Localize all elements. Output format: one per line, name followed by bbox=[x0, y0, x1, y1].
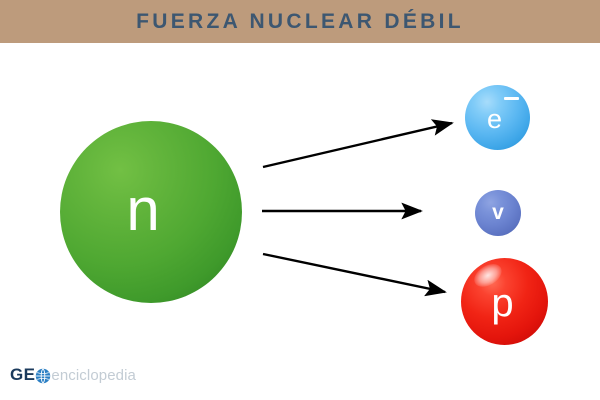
arrow-group bbox=[262, 119, 454, 297]
header-band: FUERZA NUCLEAR DÉBIL bbox=[0, 0, 600, 43]
arrow-to-proton bbox=[262, 252, 447, 297]
logo-enciclopedia-text: enciclopedia bbox=[51, 366, 136, 384]
particle-neutrino-label: v bbox=[492, 200, 504, 224]
particle-electron: e bbox=[465, 85, 530, 150]
page-title: FUERZA NUCLEAR DÉBIL bbox=[136, 9, 464, 33]
site-logo: GE enciclopedia bbox=[10, 364, 136, 386]
particle-neutrino: v bbox=[475, 190, 521, 236]
electron-charge-sign-icon bbox=[504, 97, 520, 100]
particle-proton: p bbox=[461, 258, 548, 345]
particle-electron-label: e bbox=[487, 97, 520, 133]
logo-geo-text: GE bbox=[10, 365, 36, 384]
beta-decay-diagram: n e v p bbox=[0, 43, 600, 400]
arrow-to-electron bbox=[262, 119, 454, 169]
globe-icon bbox=[35, 368, 51, 384]
particle-proton-label: p bbox=[491, 280, 514, 325]
particle-neutron-label: n bbox=[126, 176, 160, 243]
particle-neutron: n bbox=[60, 121, 242, 303]
